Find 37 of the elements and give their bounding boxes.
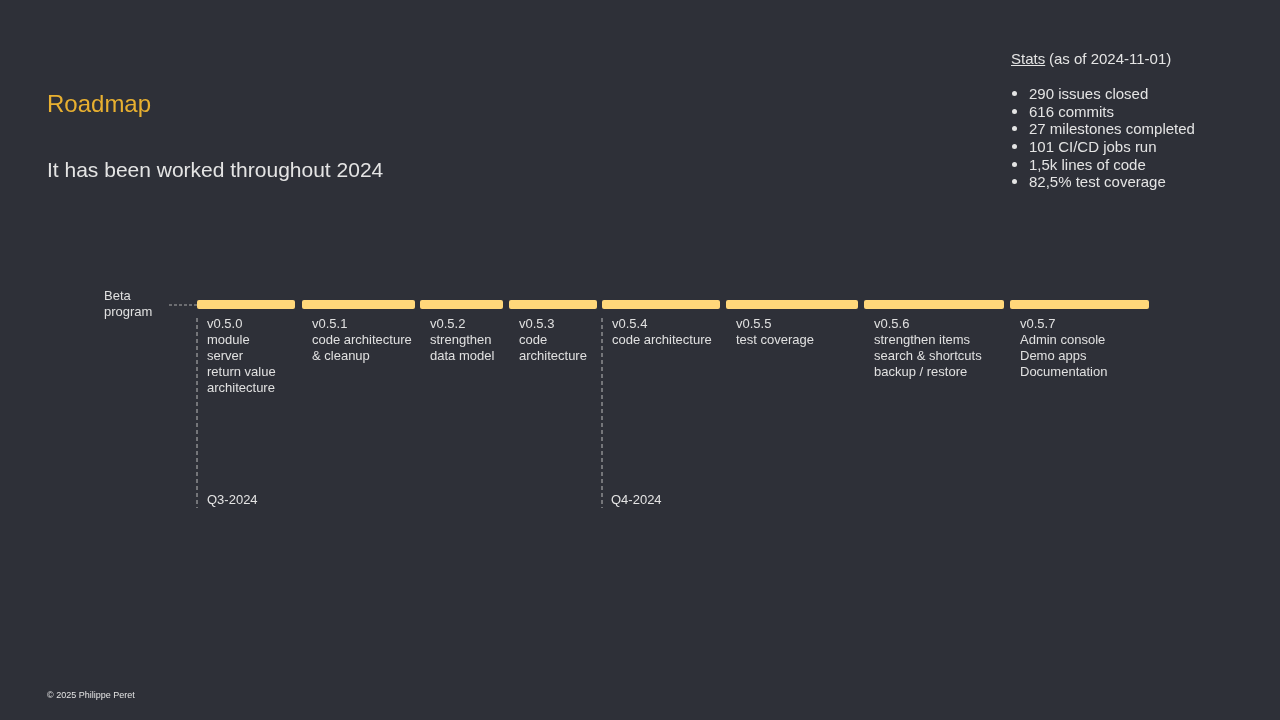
version-label: v0.5.0 [206,316,244,332]
stats-item: 82,5% test coverage [1029,173,1166,190]
version-label: v0.5.2 [429,316,467,332]
milestone-item: Demo apps [1019,348,1088,364]
milestone-item: strengthen data model [429,332,496,364]
subtitle: Roadmap [47,90,152,118]
stats-item: 27 milestones completed [1029,120,1195,137]
quarter-label: Q4-2024 [611,492,662,507]
milestone-item: code architecture [518,332,588,364]
phase-label: Beta program [104,288,154,320]
milestone-item: code architecture [611,332,713,348]
subheading: It has been worked throughout 2024 [47,158,384,182]
milestone-item: server [206,348,245,364]
milestone-item: strengthen items [873,332,972,348]
milestone-item: return value architecture [206,364,277,396]
version-label: v0.5.3 [518,316,556,332]
milestone-item: Documentation [1019,364,1109,380]
milestone-item: test coverage [735,332,816,348]
stats-item: 616 commits [1029,103,1115,120]
version-label: v0.5.6 [873,316,911,332]
connector-line [168,304,198,306]
milestone-item: module [206,332,251,348]
version-label: v0.5.4 [611,316,649,332]
version-label: v0.5.7 [1019,316,1057,332]
milestone-item: Admin console [1019,332,1107,348]
milestone-item: code architecture & cleanup [311,332,413,364]
stats-heading: Stats [1011,50,1046,67]
footer-text: © 2025 Philippe Peret [47,690,135,700]
stats-item: 290 issues closed [1029,85,1149,102]
stats-item: 101 CI/CD jobs run [1029,138,1157,155]
milestone-item: search & shortcuts [873,348,983,364]
milestone-item: backup / restore [873,364,969,380]
version-label: v0.5.5 [735,316,773,332]
version-label: v0.5.1 [311,316,349,332]
stats-item: 1,5k lines of code [1029,156,1146,173]
stats-date: (as of 2024-11-01) [1049,50,1172,67]
quarter-label: Q3-2024 [207,492,258,507]
